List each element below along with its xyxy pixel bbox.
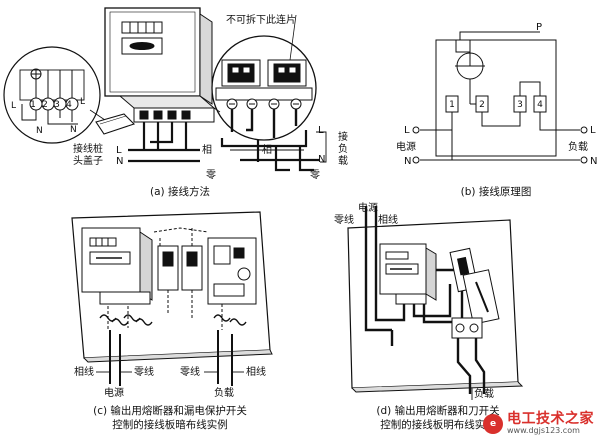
load-char-1: 接: [338, 130, 348, 143]
term-num-b-2: 2: [479, 100, 485, 110]
label-L-right-b: L: [590, 125, 596, 136]
watermark-url: www.dgjs123.com: [507, 426, 580, 436]
caption-d-line1: (d) 输出用熔断器和刀开关: [376, 404, 500, 417]
term-num-b-4: 4: [537, 100, 543, 110]
inset-L-right: L: [80, 97, 85, 107]
label-d-live: 相线: [378, 213, 398, 226]
meter-frame-b: [435, 39, 557, 157]
panel-c-labels: 相线 零线 电源 零线 相线 负载 (c) 输出用熔断器和漏电保护开关 控制的接…: [74, 365, 266, 431]
term-num-b-1: 1: [449, 100, 455, 110]
label-d-source: 电源: [358, 201, 378, 214]
panel-c: [71, 211, 273, 386]
label-N-right-b: N: [590, 156, 597, 167]
label-c-neutral-right: 零线: [180, 365, 200, 378]
caption-b: (b) 接线原理图: [461, 185, 532, 198]
lead-N: N: [116, 156, 123, 167]
caption-a: (a) 接线方法: [150, 185, 210, 198]
right-N: N: [318, 154, 325, 165]
load-char-3: 载: [338, 155, 348, 167]
terminal-cover-a: [95, 113, 136, 135]
label-c-live-right: 相线: [246, 365, 266, 378]
panel-a-labels: 不可拆下此连片 1 2 3 4 L L N N L N 接线桩 头盖子 相 零 …: [11, 13, 348, 198]
watermark-logo: e 电工技术之家 www.dgjs123.com: [483, 412, 594, 435]
caption-c-line1: (c) 输出用熔断器和漏电保护开关: [93, 404, 247, 417]
inset-num-1: 1: [30, 100, 36, 110]
watermark-mark-icon: e: [483, 414, 503, 434]
panel-d: [347, 206, 524, 400]
caption-c-line2: 控制的接线板暗布线实例: [112, 418, 228, 431]
meter-counter-a: [121, 21, 163, 34]
watermark-title: 电工技术之家: [507, 411, 594, 428]
lead-L: L: [116, 145, 122, 156]
label-d-load: 负载: [474, 387, 494, 400]
inset-L-left: L: [11, 101, 16, 111]
panel-a: [3, 7, 327, 172]
label-neutral-a1: 零: [206, 169, 216, 181]
inset-num-3: 3: [54, 100, 60, 110]
inset-zoom-circle: [3, 46, 101, 144]
inset-N: N: [36, 126, 43, 136]
label-d-neutral: 零线: [334, 213, 354, 226]
label-load-b: 负载: [568, 140, 588, 153]
label-phase-a2: 相: [262, 143, 272, 156]
label-c-neutral-left: 零线: [134, 365, 154, 378]
inset-num-2: 2: [42, 100, 48, 110]
inset-num-4: 4: [66, 100, 72, 110]
label-c-live-left: 相线: [74, 365, 94, 378]
label-terminal-2: 头盖子: [73, 154, 103, 167]
right-L: L: [318, 125, 324, 136]
watermark-text-group: 电工技术之家 www.dgjs123.com: [507, 412, 594, 435]
panel-d-labels: 电源 零线 相线 负载 (d) 输出用熔断器和刀开关 控制的接线板明布线实例: [334, 201, 500, 431]
label-c-source: 电源: [104, 386, 124, 399]
label-source-b: 电源: [396, 140, 416, 153]
label-P: P: [536, 22, 542, 33]
panel-b: [412, 31, 588, 164]
inset-N-right: N: [70, 125, 77, 135]
label-terminal-1: 接线桩: [73, 142, 103, 155]
load-char-2: 负: [338, 142, 348, 155]
caption-d-line2: 控制的接线板明布线实例: [380, 418, 496, 431]
label-phase-a1: 相: [202, 143, 212, 156]
label-L-left-b: L: [404, 125, 410, 136]
label-N-left-b: N: [404, 156, 411, 167]
panel-b-labels: P 1 2 3 4 L 电源 N L 负载 N (b) 接线原理图: [396, 22, 597, 198]
term-num-b-3: 3: [517, 100, 523, 110]
label-neutral-a2: 零: [310, 169, 320, 181]
label-do-not-remove: 不可拆下此连片: [226, 13, 296, 26]
label-c-load: 负载: [214, 386, 234, 399]
